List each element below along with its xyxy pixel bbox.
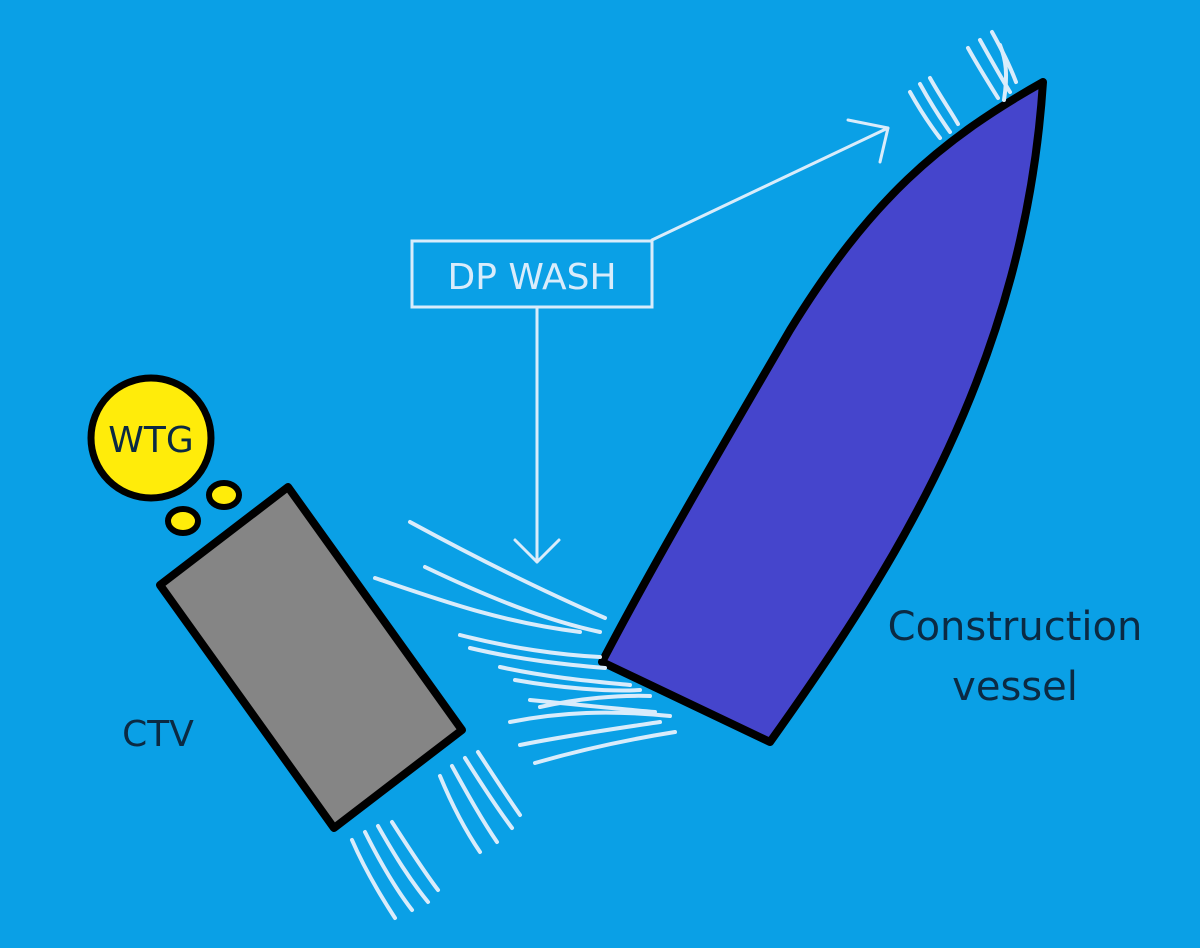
arrow-up-shaft bbox=[650, 126, 890, 242]
vessel-label-line2: vessel bbox=[952, 664, 1078, 710]
wtg-label: WTG bbox=[108, 420, 193, 461]
fender-dot bbox=[165, 506, 201, 536]
ctv-label: CTV bbox=[122, 714, 194, 755]
ctv-stern-wash bbox=[350, 750, 522, 920]
vessel-bow-wash bbox=[908, 30, 1018, 140]
fender-dot bbox=[206, 480, 242, 510]
construction-vessel-hull bbox=[598, 78, 1047, 746]
dp-wash-streaks bbox=[373, 520, 677, 765]
vessel-label-line1: Construction bbox=[888, 604, 1143, 650]
dp-wash-label-box bbox=[410, 239, 654, 309]
ctv-hull bbox=[156, 483, 466, 832]
arrow-down-head bbox=[513, 538, 561, 564]
arrow-up-head bbox=[846, 118, 890, 164]
dp-wash-arrows bbox=[513, 118, 890, 564]
dp-wash-label: DP WASH bbox=[447, 257, 616, 298]
wtg-circle bbox=[87, 374, 215, 502]
